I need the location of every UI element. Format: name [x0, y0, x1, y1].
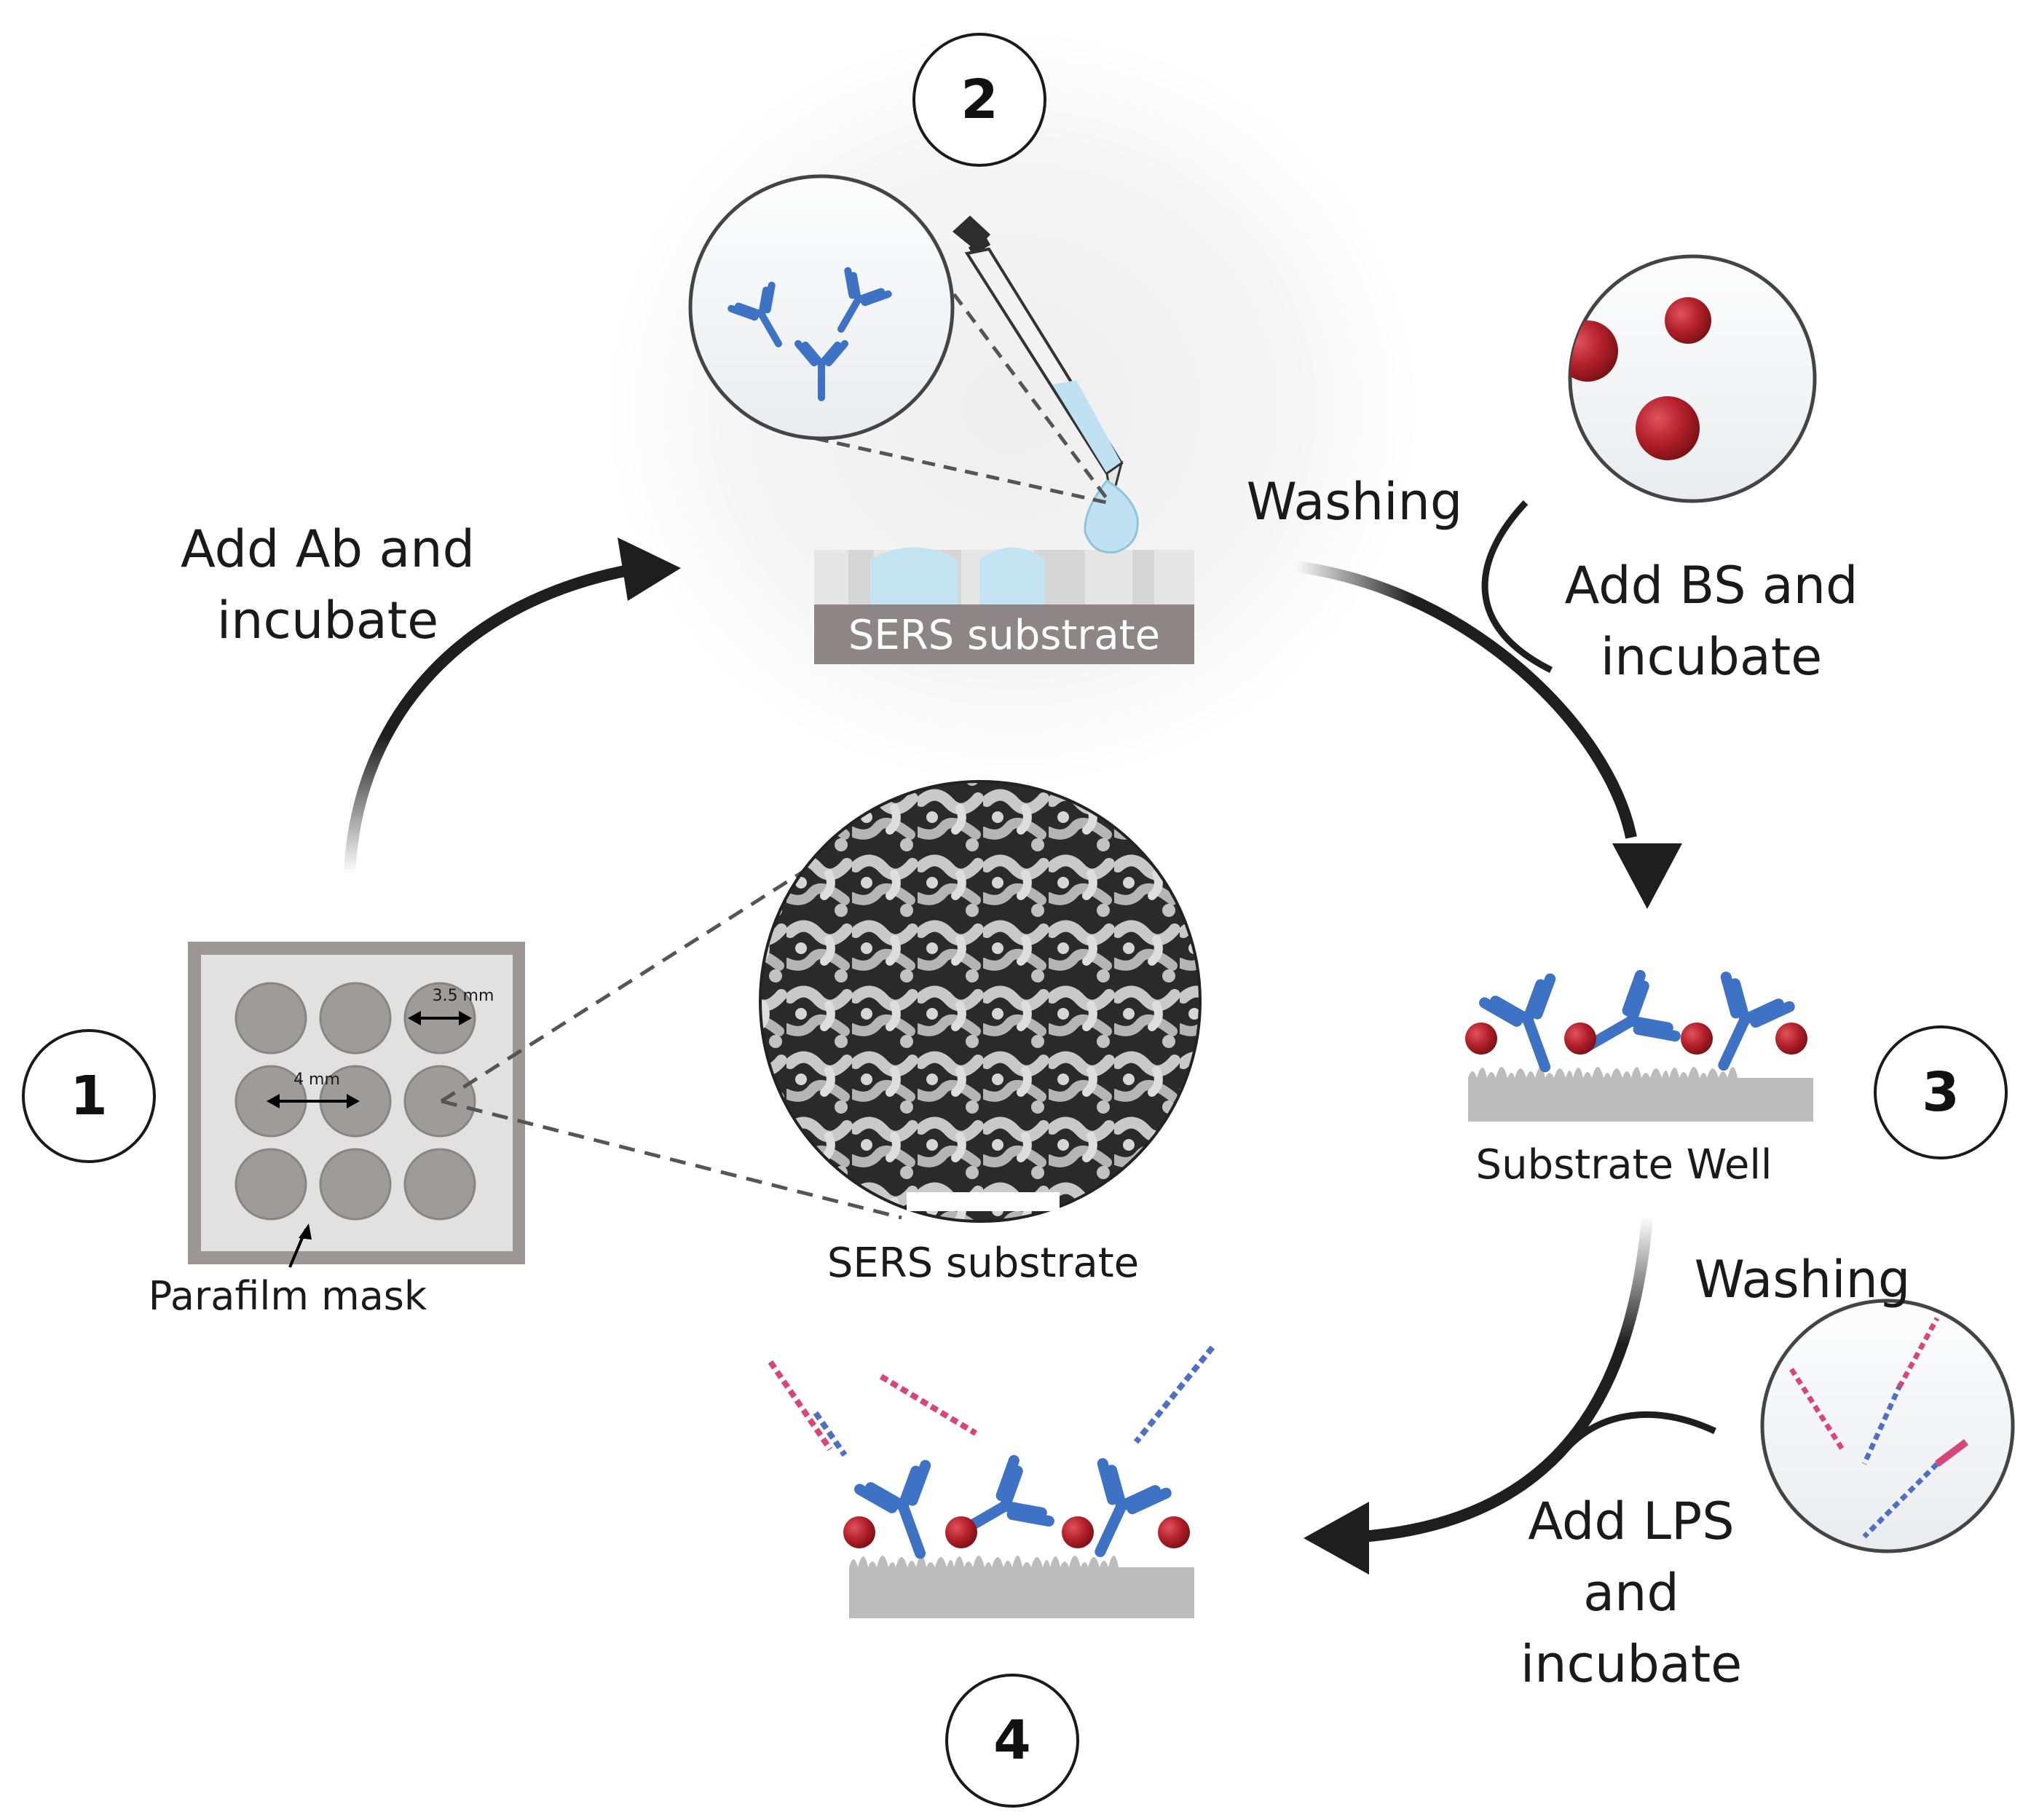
arrow-head-step2 [618, 537, 681, 601]
step-1-badge: 1 [22, 1029, 156, 1163]
parafilm-mask-label: Parafilm mask [148, 1273, 427, 1319]
antibody-magnifier [688, 174, 955, 441]
ab-zoom-line-1 [939, 275, 1112, 504]
arrow-bs-branch [1481, 500, 1553, 674]
arrow-step1-to-step2 [344, 562, 642, 875]
pipette [953, 216, 1139, 554]
arrow-step3-to-step4 [1361, 1216, 1653, 1543]
sers-substrate-bar-label: SERS substrate [848, 612, 1161, 659]
add-bs-label: Add BS and incubate [1564, 556, 1858, 687]
step-2-badge: 2 [912, 33, 1046, 167]
lps-chains [768, 1345, 1215, 1457]
add-ab-label: Add Ab and incubate [180, 519, 476, 650]
dim-35mm-label: 3.5 mm [432, 987, 494, 1005]
sers-substrate-step2 [814, 547, 1194, 664]
zoom-line-top [440, 862, 817, 1103]
substrate-step4 [768, 1345, 1215, 1618]
zoom-line-bottom [441, 1099, 902, 1220]
washing-label-1: Washing [1246, 472, 1463, 532]
lps-magnifier [1760, 1299, 2015, 1553]
substrate-well-label: Substrate Well [1475, 1141, 1772, 1189]
ab-zoom-line-2 [815, 436, 1108, 505]
arrow-head-step3 [1612, 843, 1682, 909]
step-3-badge: 3 [1874, 1025, 2008, 1159]
arrow-step2-to-step3 [1295, 561, 1637, 839]
add-lps-label: Add LPS and incubate [1520, 1492, 1743, 1694]
droplet [1084, 479, 1139, 554]
dim-4mm-label: 4 mm [293, 1071, 340, 1089]
bead-magnifier [1568, 254, 1817, 503]
scale-bar [907, 1192, 1060, 1211]
sem-image [759, 780, 1202, 1223]
arrow-lps-branch [1566, 1411, 1716, 1449]
parafilm-mask-panel [188, 942, 525, 1268]
arrow-head-step4 [1304, 1502, 1369, 1575]
substrate-well-step3 [1465, 975, 1813, 1122]
sers-substrate-sem-label: SERS substrate [827, 1240, 1140, 1287]
washing-label-2: Washing [1694, 1250, 1911, 1309]
step-4-badge: 4 [945, 1674, 1079, 1808]
